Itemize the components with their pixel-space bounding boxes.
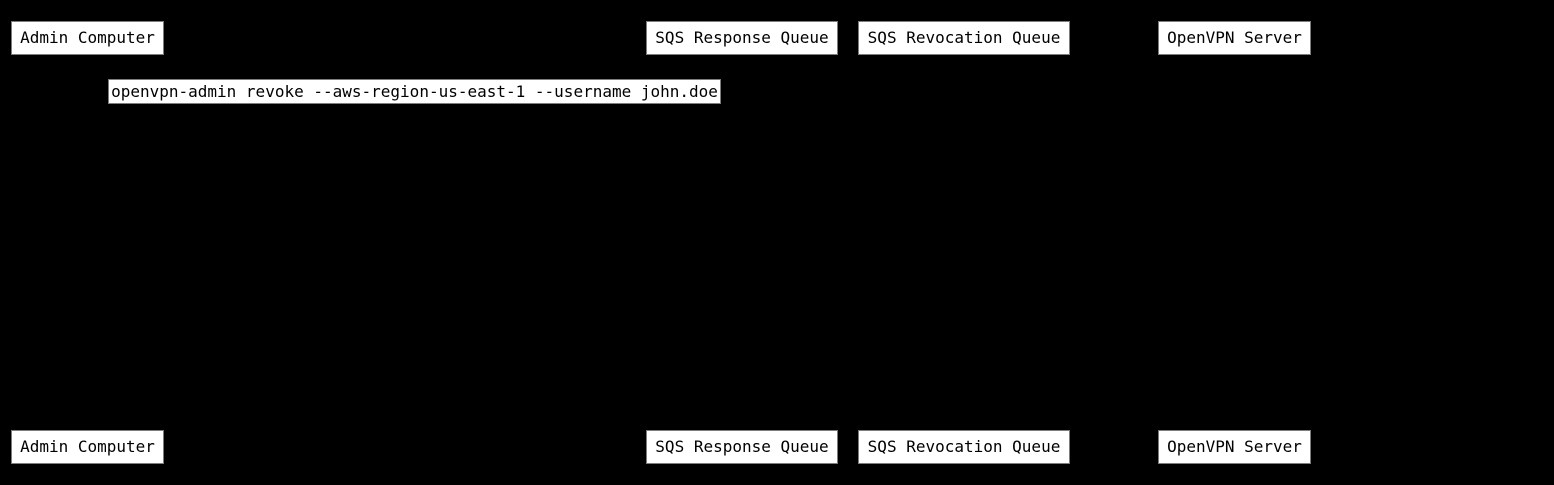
message-label-revoke-command: openvpn-admin revoke --aws-region-us-eas… [108,79,721,104]
actor-box-sqs-revocation-queue-bottom: SQS Revocation Queue [858,430,1070,464]
actor-box-sqs-response-queue-bottom: SQS Response Queue [646,430,838,464]
lifeline-sqs-revocation-queue [963,56,964,430]
actor-box-openvpn-server-bottom: OpenVPN Server [1158,430,1311,464]
actor-box-admin-computer-bottom: Admin Computer [11,430,164,464]
lifeline-admin-computer [87,56,88,430]
actor-box-admin-computer-top: Admin Computer [11,21,164,55]
lifeline-openvpn-server [1234,56,1235,430]
actor-box-sqs-revocation-queue-top: SQS Revocation Queue [858,21,1070,55]
actor-box-sqs-response-queue-top: SQS Response Queue [646,21,838,55]
lifeline-sqs-response-queue [741,56,742,430]
actor-box-openvpn-server-top: OpenVPN Server [1158,21,1311,55]
